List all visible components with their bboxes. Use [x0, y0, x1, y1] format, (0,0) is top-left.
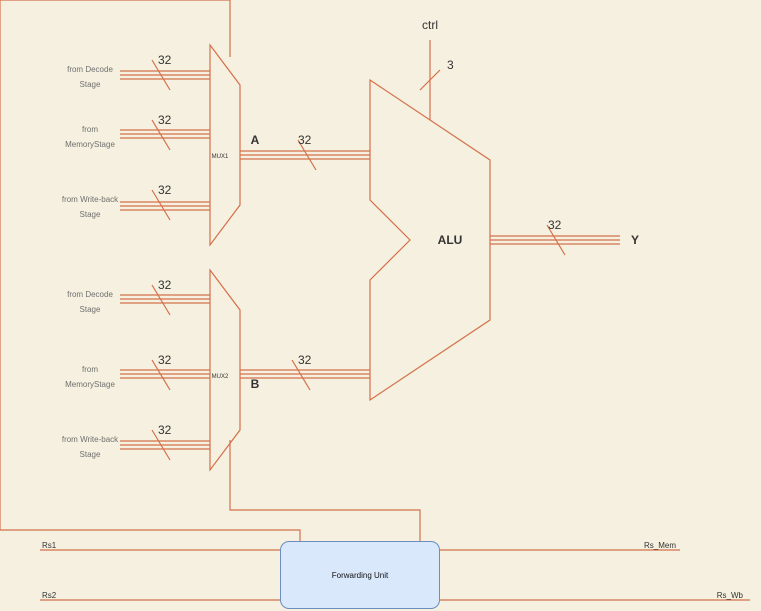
mux1-input-1-label-a: from Decode	[67, 65, 113, 74]
mux1-input-3-label-a: from Write-back	[62, 195, 119, 204]
mux2-select-line	[229, 440, 421, 541]
mux2-input-writeback-bus	[120, 429, 210, 461]
mux2-input-2-label-b: MemoryStage	[65, 380, 115, 389]
mux1-output-bus	[240, 139, 370, 171]
mux1-input-1-label-b: Stage	[80, 80, 101, 89]
alu-output-width: 32	[548, 218, 562, 232]
alu-output-label: Y	[631, 233, 639, 247]
mux2-output-width: 32	[298, 353, 312, 367]
mux2-label: MUX2	[212, 374, 229, 380]
alu-ctrl-line	[419, 40, 441, 120]
mux1-input-2-label-a: from	[82, 125, 98, 134]
mux2-input-1-label-b: Stage	[80, 305, 101, 314]
mux2-input-decode-bus	[120, 284, 210, 316]
mux1-input-memory-bus	[120, 119, 210, 151]
alu-label: ALU	[438, 233, 463, 247]
mux1-input-decode-bus	[120, 59, 210, 91]
mux1-block	[209, 43, 241, 247]
mux1-input-writeback-bus	[120, 189, 210, 221]
mux2-input-1-label-a: from Decode	[67, 290, 113, 299]
rs2-label: Rs2	[42, 591, 57, 600]
mux2-output-label: B	[251, 377, 260, 391]
mux2-block	[209, 268, 241, 472]
alu-block	[369, 78, 491, 402]
rs-mem-label: Rs_Mem	[644, 541, 676, 550]
mux1-input-2-width: 32	[158, 113, 172, 127]
alu-ctrl-width: 3	[447, 58, 454, 72]
mux2-input-1-width: 32	[158, 278, 172, 292]
alu-output-bus	[490, 224, 620, 256]
mux2-input-memory-bus	[120, 359, 210, 391]
rs1-label: Rs1	[42, 541, 57, 550]
mux2-input-2-label-a: from	[82, 365, 98, 374]
mux1-input-2-label-b: MemoryStage	[65, 140, 115, 149]
mux1-output-label: A	[251, 133, 260, 147]
mux1-input-3-label-b: Stage	[80, 210, 101, 219]
mux1-output-width: 32	[298, 133, 312, 147]
mux2-input-3-label-a: from Write-back	[62, 435, 119, 444]
alu-ctrl-label: ctrl	[422, 18, 438, 32]
mux1-input-1-width: 32	[158, 53, 172, 67]
rs-wb-label: Rs_Wb	[717, 591, 744, 600]
forwarding-unit-block: Forwarding Unit	[280, 541, 440, 609]
forwarding-unit-label: Forwarding Unit	[331, 570, 389, 580]
mux1-label: MUX1	[212, 154, 229, 160]
mux2-input-2-width: 32	[158, 353, 172, 367]
mux1-input-3-width: 32	[158, 183, 172, 197]
mux1-select-line	[0, 0, 301, 541]
mux2-output-bus	[240, 359, 370, 391]
mux2-input-3-width: 32	[158, 423, 172, 437]
mux2-input-3-label-b: Stage	[80, 450, 101, 459]
